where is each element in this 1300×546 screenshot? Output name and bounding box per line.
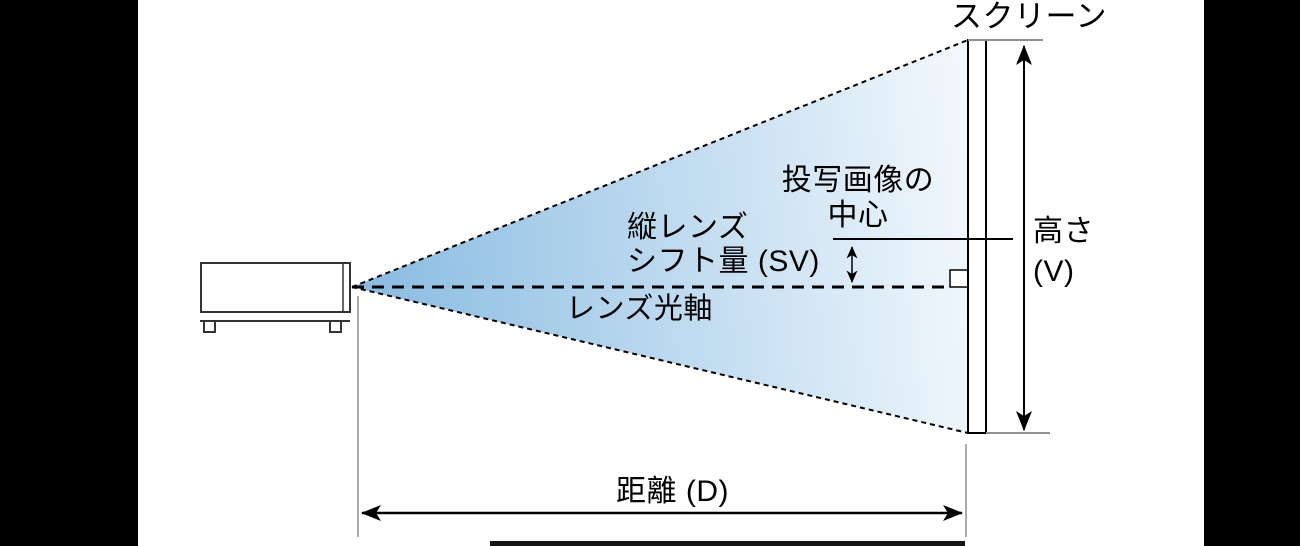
projected-center-label-line1: 投写画像の — [781, 164, 935, 197]
projection-cone — [352, 40, 968, 433]
distance-label: 距離 (D) — [616, 475, 729, 508]
projector-foot-left — [203, 320, 216, 333]
height-label-line2: (V) — [1033, 255, 1075, 288]
projector-body — [200, 262, 351, 313]
height-label-line1: 高さ — [1033, 215, 1094, 248]
bottom-cropped-strip — [490, 541, 965, 546]
projector-foot-right — [329, 320, 342, 333]
cone-upper-edge — [351, 39, 969, 288]
projected-center-label-line2: 中心 — [827, 199, 889, 232]
lens-shift-label: 縦レンズ シフト量 (SV) — [627, 211, 820, 279]
letterbox-left — [0, 0, 138, 546]
lens-shift-label-line1: 縦レンズ — [627, 211, 749, 244]
optical-axis-label: レンズ光軸 — [566, 293, 713, 325]
screen-label: スクリーン — [951, 0, 1107, 34]
projector-illustration — [200, 262, 351, 333]
screen-shape — [967, 39, 987, 434]
cone-lower-edge — [351, 286, 969, 434]
projected-center-label: 投写画像の 中心 — [778, 163, 938, 233]
lens-shift-label-line2: シフト量 (SV) — [627, 245, 820, 278]
height-label: 高さ (V) — [1033, 212, 1094, 292]
image-center-marker-box — [949, 269, 969, 288]
letterbox-right — [1204, 0, 1300, 546]
